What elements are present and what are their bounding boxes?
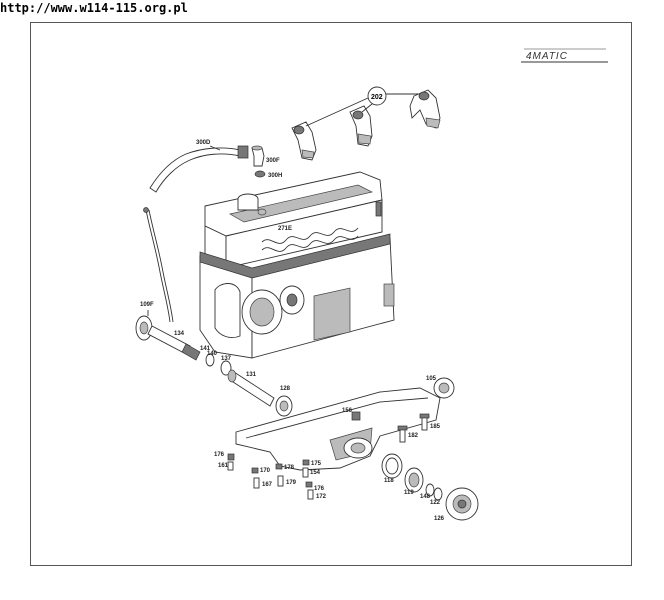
callout-154: 154 — [310, 470, 321, 476]
pan-bolts-right: 185 182 — [397, 413, 441, 443]
callout-178: 178 — [284, 465, 295, 471]
callout-176-b: 176 — [314, 486, 325, 492]
callout-140: 140 — [207, 351, 218, 357]
callout-119: 119 — [404, 490, 414, 496]
rocker-arm-3 — [409, 89, 441, 129]
4matic-logo: 4MATIC — [521, 48, 608, 63]
callout-105: 105 — [426, 376, 437, 382]
washer-140 — [205, 353, 215, 367]
crankshaft-front-parts: 109F 134 141 140 137 131 — [135, 302, 275, 407]
elbow-fitting: 300F 300H — [251, 145, 282, 179]
washer-148 — [425, 483, 435, 497]
small-bolts-cluster: 176 161 170 178 175 154 167 179 176 172 — [214, 452, 327, 500]
ring-118 — [381, 453, 403, 479]
callout-185: 185 — [430, 424, 441, 430]
rocker-arm-group: 202 — [291, 86, 441, 161]
callout-118: 118 — [384, 478, 394, 484]
breather-hose: 300D — [149, 140, 249, 193]
dipstick-tube — [143, 207, 174, 323]
callout-161: 161 — [218, 463, 229, 469]
callout-179: 179 — [286, 480, 297, 486]
callout-128: 128 — [280, 386, 291, 392]
source-url: http://www.w114-115.org.pl — [0, 1, 188, 15]
rear-seal-parts: 118 119 148 122 126 — [381, 453, 479, 522]
callout-170: 170 — [260, 468, 271, 474]
callout-300F: 300F — [266, 158, 280, 164]
callout-circle-202 — [367, 86, 387, 106]
nut-137 — [220, 360, 232, 376]
callout-156: 156 — [342, 408, 353, 414]
callout-300H: 300H — [268, 173, 282, 179]
callout-134: 134 — [174, 331, 185, 337]
callout-271E: 271E — [278, 226, 292, 232]
callout-300D: 300D — [196, 140, 211, 146]
callout-167: 167 — [262, 482, 273, 488]
callout-175: 175 — [311, 461, 322, 467]
logo-text: 4MATIC — [526, 51, 568, 62]
callout-137: 137 — [221, 356, 232, 362]
rocker-arm-2 — [349, 105, 373, 147]
callout-176-a: 176 — [214, 452, 225, 458]
callout-172: 172 — [316, 494, 327, 500]
callout-126: 126 — [434, 516, 445, 522]
washer-122 — [433, 487, 443, 501]
engine-block — [199, 171, 395, 359]
callout-122: 122 — [430, 500, 441, 506]
callout-148: 148 — [420, 494, 431, 500]
rocker-arm-1 — [291, 121, 317, 161]
oil-pan: 128 105 156 — [235, 376, 455, 471]
callout-202: 202 — [371, 94, 383, 101]
callout-131: 131 — [246, 372, 257, 378]
callout-109F: 109F — [140, 302, 154, 308]
callout-141: 141 — [200, 346, 211, 352]
callout-182: 182 — [408, 433, 419, 439]
grommet — [254, 170, 266, 178]
